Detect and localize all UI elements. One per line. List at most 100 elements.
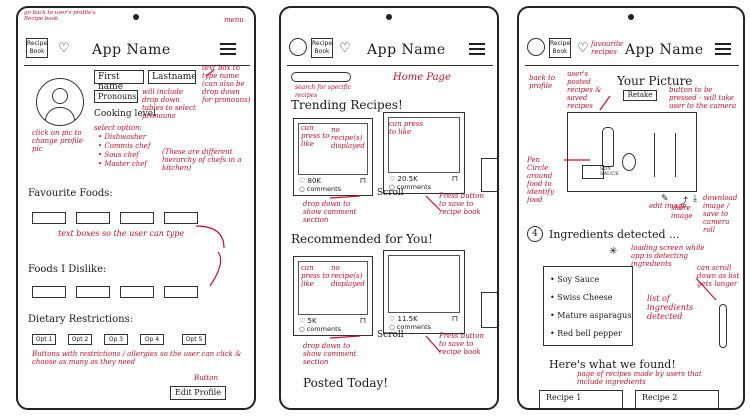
- cheese-product: [582, 165, 604, 179]
- loading-note: loading screen while app is detecting in…: [631, 244, 705, 268]
- favourite-food-box[interactable]: [164, 212, 198, 224]
- recipe-card[interactable]: ♡ 80K ⊓ ○ comments: [293, 118, 373, 196]
- dislike-food-box[interactable]: [120, 286, 154, 298]
- dislike-food-box[interactable]: [76, 286, 110, 298]
- profile-icon[interactable]: [527, 38, 545, 56]
- like-count[interactable]: ♡ 20.5K: [389, 175, 418, 183]
- like-count[interactable]: ♡ 11.5K: [389, 315, 418, 323]
- dietary-option[interactable]: Opt 5: [182, 334, 206, 345]
- recipe-image: [388, 255, 460, 313]
- list-scrollbar[interactable]: [719, 304, 727, 348]
- no-recipe-note: no recipe(s) displayed: [331, 126, 365, 150]
- recipe-result-1[interactable]: Recipe 1: [539, 390, 623, 408]
- recipe-card-partial[interactable]: [481, 292, 497, 328]
- save-note: Press button to save to recipe book: [439, 192, 484, 216]
- options-note: Buttons with restrictions / allergies so…: [32, 350, 242, 366]
- first-name-field[interactable]: First name: [94, 70, 144, 92]
- avatar[interactable]: [36, 78, 84, 126]
- recipe-book-button[interactable]: Recipe Book: [311, 38, 333, 58]
- dietary-option[interactable]: Op 4: [140, 334, 164, 345]
- text-note: text box to type name (can also be drop …: [202, 64, 251, 104]
- recipe-card[interactable]: ♡ 11.5K ⊓ ○ comments: [383, 250, 465, 334]
- avatar-note: click on pic to change profile pic: [32, 129, 84, 153]
- chef-option[interactable]: • Sous chef: [98, 151, 139, 159]
- select-option-note: select option:: [94, 124, 142, 132]
- found-heading: Here's what we found!: [549, 358, 676, 371]
- app-title: App Name: [367, 42, 446, 58]
- chef-option[interactable]: • Master chef: [98, 160, 147, 168]
- app-title: App Name: [92, 42, 171, 58]
- comments-label: comments: [396, 323, 432, 331]
- comments-toggle[interactable]: ○ comments: [299, 185, 342, 193]
- comments-label: comments: [306, 185, 342, 193]
- comments-toggle[interactable]: ○ comments: [389, 183, 432, 191]
- chef-option[interactable]: • Commis chef: [98, 142, 151, 150]
- foods-dislike-label: Foods I Dislike:: [28, 264, 107, 275]
- heart-icon[interactable]: ♡: [58, 41, 70, 56]
- recipe-result-label: Recipe 1: [546, 393, 582, 402]
- profile-icon[interactable]: [289, 38, 307, 56]
- dietary-option[interactable]: Op 3: [104, 334, 128, 345]
- download-icon[interactable]: ⤓: [693, 194, 697, 204]
- last-name-field[interactable]: Lastname: [148, 70, 197, 84]
- save-icon[interactable]: ⊓: [359, 176, 366, 185]
- menu-icon[interactable]: [469, 43, 485, 55]
- ingredient-list[interactable]: • Soy Sauce • Swiss Cheese • Mature aspa…: [543, 266, 633, 346]
- captured-photo[interactable]: SOY SAUCE: [567, 112, 697, 192]
- first-name-label: First name: [98, 72, 124, 92]
- camera-dot: [628, 14, 634, 20]
- share-icon[interactable]: ⤴: [679, 197, 689, 207]
- favourite-food-box[interactable]: [76, 212, 110, 224]
- chef-option[interactable]: • Dishwasher: [98, 133, 147, 141]
- no-recipe-note: no recipe(s) displayed: [331, 264, 365, 288]
- camera-dot: [133, 14, 139, 20]
- menu-icon[interactable]: [715, 43, 731, 55]
- product-label: SOY SAUCE: [600, 166, 619, 177]
- pronouns-dropdown[interactable]: Pronouns: [94, 90, 138, 103]
- dislike-food-box[interactable]: [164, 286, 198, 298]
- favourite-food-box[interactable]: [120, 212, 154, 224]
- like-count[interactable]: ♡ 5K: [299, 317, 317, 325]
- recipe-image: [298, 123, 368, 175]
- recipe-image: [388, 117, 460, 173]
- comments-toggle[interactable]: ○ comments: [389, 323, 432, 331]
- comments-toggle[interactable]: ○ comments: [299, 325, 342, 333]
- recipe-card[interactable]: ♡ 20.5K ⊓ ○ comments: [383, 112, 465, 194]
- search-bar[interactable]: [291, 72, 351, 82]
- scan-header: Recipe Book ♡ favourite recipes App Name: [525, 32, 739, 66]
- share-note: share image: [671, 204, 693, 220]
- heart-icon[interactable]: ♡: [339, 41, 351, 56]
- edit-icon[interactable]: ✎: [661, 194, 669, 204]
- scroll-label[interactable]: Scroll: [377, 330, 404, 340]
- recipe-book-button[interactable]: Recipe Book: [549, 38, 571, 58]
- dietary-option[interactable]: Opt 2: [68, 334, 92, 345]
- edit-profile-button[interactable]: Edit Profile: [170, 386, 226, 400]
- recipe-result-2[interactable]: Recipe 2: [635, 390, 719, 408]
- dislike-food-box[interactable]: [32, 286, 66, 298]
- like-count[interactable]: ♡ 80K: [299, 177, 322, 185]
- retake-button[interactable]: Retake: [623, 90, 657, 101]
- recipe-card-partial[interactable]: [481, 158, 497, 192]
- top-note: go back to user's profile's Recipe book: [24, 10, 96, 22]
- edit-note: edit image: [649, 202, 687, 210]
- save-icon[interactable]: ⊓: [451, 314, 458, 323]
- heart-icon[interactable]: ♡: [577, 41, 589, 56]
- menu-icon[interactable]: [220, 43, 236, 55]
- home-page-label: Home Page: [393, 72, 451, 83]
- recipe-result-label: Recipe 2: [642, 393, 678, 402]
- save-icon[interactable]: ⊓: [451, 174, 458, 183]
- last-name-label: Lastname: [152, 72, 197, 82]
- users-note: user's posted recipes & saved recipes: [567, 70, 602, 110]
- menu-note: menu: [224, 16, 244, 24]
- recipe-book-button[interactable]: Recipe Book: [26, 38, 48, 58]
- save-icon[interactable]: ⊓: [359, 316, 366, 325]
- favourite-food-box[interactable]: [32, 212, 66, 224]
- dietary-option[interactable]: Opt 1: [32, 334, 56, 345]
- ingredient-item: • Swiss Cheese: [550, 293, 613, 302]
- dropdown-note: drop down to show comment section: [303, 342, 357, 366]
- ingredient-item: • Soy Sauce: [550, 275, 600, 284]
- asparagus-product: [654, 133, 676, 177]
- scroll-label[interactable]: Scroll: [377, 188, 404, 198]
- favourite-note: favourite recipes: [591, 40, 623, 56]
- like-count-value: 5K: [307, 317, 317, 325]
